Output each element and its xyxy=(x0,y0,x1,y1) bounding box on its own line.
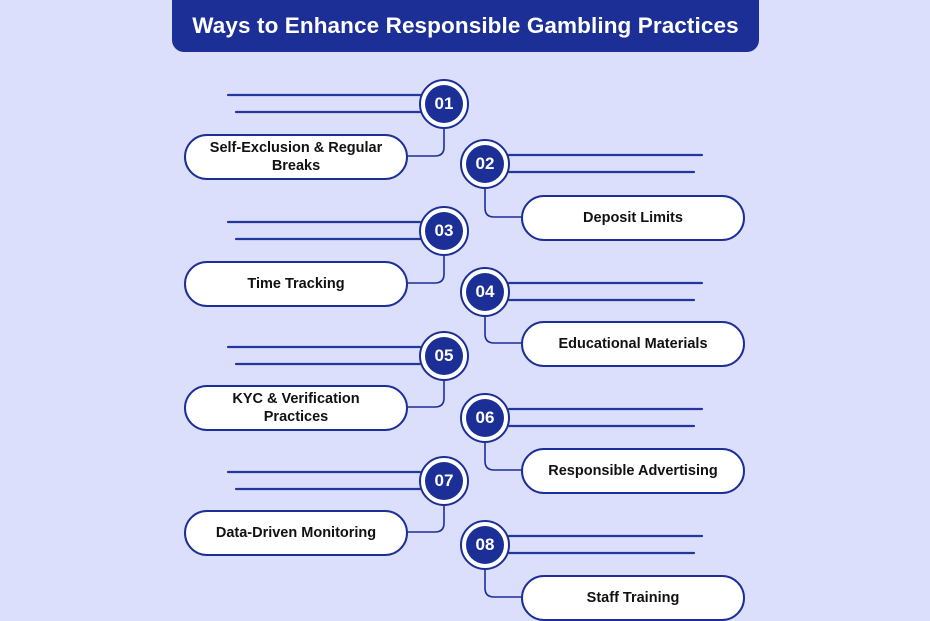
connector-curve xyxy=(484,570,523,598)
connector-curve xyxy=(484,317,523,344)
step-label: Data-Driven Monitoring xyxy=(184,510,408,556)
step-number: 01 xyxy=(425,85,463,123)
step-label: Time Tracking xyxy=(184,261,408,307)
step-number: 03 xyxy=(425,212,463,250)
step-label: KYC & Verification Practices xyxy=(184,385,408,431)
step-badge: 05 xyxy=(419,331,469,381)
step-badge: 01 xyxy=(419,79,469,129)
step-number: 02 xyxy=(466,145,504,183)
step-label: Staff Training xyxy=(521,575,745,621)
connector-curve xyxy=(407,381,445,408)
step-number: 06 xyxy=(466,399,504,437)
step-badge: 04 xyxy=(460,267,510,317)
step-label: Deposit Limits xyxy=(521,195,745,241)
step-label: Educational Materials xyxy=(521,321,745,367)
step-badge: 08 xyxy=(460,520,510,570)
connector-curve xyxy=(407,256,445,284)
step-number: 04 xyxy=(466,273,504,311)
step-badge: 07 xyxy=(419,456,469,506)
step-number: 05 xyxy=(425,337,463,375)
step-label: Responsible Advertising xyxy=(521,448,745,494)
step-badge: 06 xyxy=(460,393,510,443)
connector-curve xyxy=(407,506,445,533)
step-number: 08 xyxy=(466,526,504,564)
step-badge: 03 xyxy=(419,206,469,256)
step-badge: 02 xyxy=(460,139,510,189)
connector-curve xyxy=(484,443,523,471)
step-label: Self-Exclusion & Regular Breaks xyxy=(184,134,408,180)
connector-curve xyxy=(484,189,523,218)
page-title: Ways to Enhance Responsible Gambling Pra… xyxy=(172,0,759,52)
connector-curve xyxy=(407,129,445,157)
step-number: 07 xyxy=(425,462,463,500)
